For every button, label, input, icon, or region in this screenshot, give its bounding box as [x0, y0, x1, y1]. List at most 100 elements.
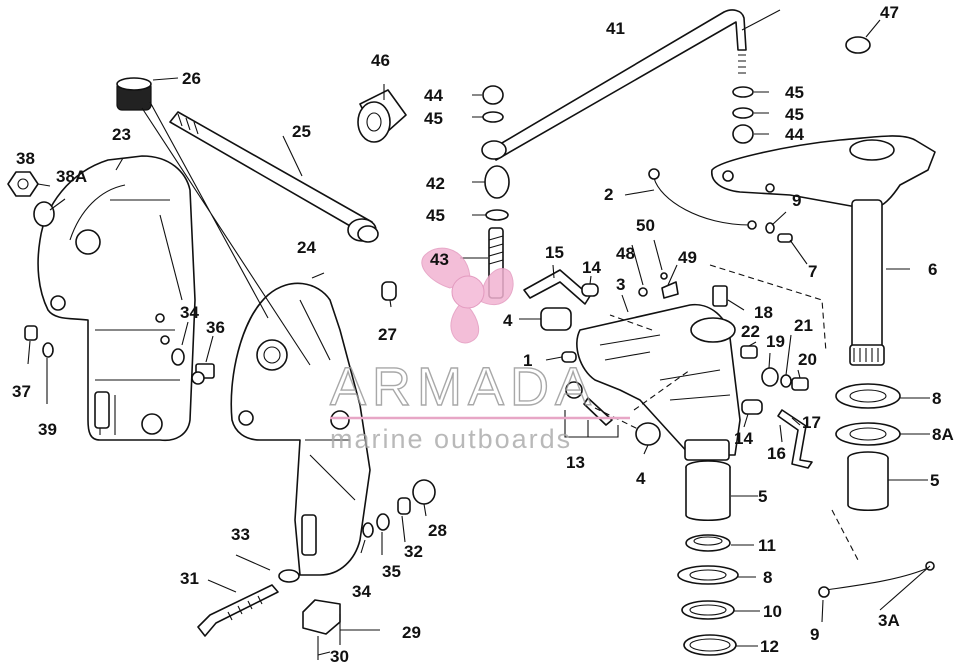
callout-17: 17: [802, 413, 821, 432]
callout-45-left: 45: [424, 109, 443, 128]
callout-44-right: 44: [785, 125, 804, 144]
callout-41: 41: [606, 19, 625, 38]
callout-19: 19: [766, 332, 785, 351]
steering-arm-6: [711, 135, 936, 366]
callout-8-lower: 8: [763, 568, 772, 587]
callout-16: 16: [767, 444, 786, 463]
callout-20: 20: [798, 350, 817, 369]
callout-44-left: 44: [424, 86, 443, 105]
callout-24: 24: [297, 238, 316, 257]
callout-7: 7: [808, 262, 817, 281]
callout-3: 3: [616, 275, 625, 294]
callout-38a: 38A: [56, 167, 87, 186]
stern-bracket-left: [37, 155, 196, 442]
callout-38: 38: [16, 149, 35, 168]
lever-15: [523, 269, 591, 305]
nut-38: [7, 171, 39, 197]
propeller-logo: [421, 247, 514, 344]
callout-42: 42: [426, 174, 445, 193]
callout-3a: 3A: [878, 611, 900, 630]
callout-27: 27: [378, 325, 397, 344]
callout-28: 28: [428, 521, 447, 540]
washer-8-right: [835, 383, 901, 409]
screw-48: [638, 287, 648, 297]
callout-45-mid: 45: [426, 206, 445, 225]
callout-8a: 8A: [932, 425, 954, 444]
callout-36: 36: [206, 318, 225, 337]
callout-2: 2: [604, 185, 613, 204]
cap-28: [412, 479, 436, 505]
watermark-subtitle: marine outboards: [330, 424, 572, 454]
callout-37: 37: [12, 382, 31, 401]
callout-39: 39: [38, 420, 57, 439]
callout-9-lower: 9: [810, 625, 819, 644]
washer-38a: [33, 201, 55, 227]
cap-47: [845, 36, 871, 54]
nut-44-right: [732, 124, 754, 144]
washer-39: [42, 342, 54, 358]
callout-32: 32: [404, 542, 423, 561]
callout-26: 26: [182, 69, 201, 88]
callout-9-upper: 9: [792, 191, 801, 210]
washer-45-left: [482, 111, 504, 123]
ground-strap-2: [648, 168, 757, 230]
callout-1: 1: [523, 351, 532, 370]
washer-10: [681, 600, 735, 620]
steering-link-41: [481, 9, 747, 161]
spacer-32: [397, 497, 411, 515]
bolt-20: [791, 377, 809, 391]
callout-11: 11: [758, 536, 776, 555]
ground-strap-3a: [818, 561, 935, 598]
callout-4-upper: 4: [503, 311, 513, 330]
callout-29: 29: [402, 623, 421, 642]
bushing-26: [116, 77, 311, 366]
callout-30: 30: [330, 647, 349, 664]
callout-45-right-a: 45: [785, 83, 804, 102]
washer-33: [278, 569, 300, 583]
callout-4-lower: 4: [636, 469, 646, 488]
callout-45-right-b: 45: [785, 105, 804, 124]
callout-35: 35: [382, 562, 401, 581]
callout-12: 12: [760, 637, 779, 656]
callout-21: 21: [794, 316, 813, 335]
washer-8-lower: [677, 565, 739, 585]
bushing-4-upper: [540, 307, 572, 331]
callout-49: 49: [678, 248, 697, 267]
callout-34-upper: 34: [180, 303, 199, 322]
leader-lines: [27, 9, 931, 656]
watermark: ARMADA marine outboards: [329, 247, 630, 454]
bushing-42: [484, 165, 510, 199]
screw-50: [660, 272, 668, 280]
callout-18: 18: [754, 303, 773, 322]
ring-12: [683, 634, 737, 656]
swivel-bracket-3: [576, 303, 741, 461]
bolt-36: [191, 363, 215, 385]
callout-8-right: 8: [932, 389, 941, 408]
callout-15: 15: [545, 243, 564, 262]
bushing-37: [24, 325, 38, 341]
washer-8a-right: [835, 422, 901, 446]
callout-48: 48: [616, 244, 635, 263]
callout-23: 23: [112, 125, 131, 144]
stern-bracket-right: [230, 282, 371, 576]
tilt-tube-25: [169, 111, 379, 243]
callout-33: 33: [231, 525, 250, 544]
callout-47: 47: [880, 3, 899, 22]
bushing-5-center: [685, 460, 731, 522]
callout-13: 13: [566, 453, 585, 472]
screw-7: [777, 233, 793, 243]
callout-labels: 1 2 3 3A 4 4 5 5 6 7 8 8 8A 9 9 10 11 12…: [12, 3, 954, 664]
callout-10: 10: [763, 602, 782, 621]
nut-19: [761, 367, 779, 387]
callout-46: 46: [371, 51, 390, 70]
lever-16-17: [777, 409, 813, 469]
washer-21: [780, 374, 792, 388]
callout-34-lower: 34: [352, 582, 371, 601]
callout-14-lower: 14: [734, 429, 753, 448]
callout-5-right: 5: [930, 471, 939, 490]
seal-11: [685, 534, 731, 552]
callout-6: 6: [928, 260, 937, 279]
roller-46: [357, 89, 407, 143]
plate-18: [712, 285, 728, 307]
